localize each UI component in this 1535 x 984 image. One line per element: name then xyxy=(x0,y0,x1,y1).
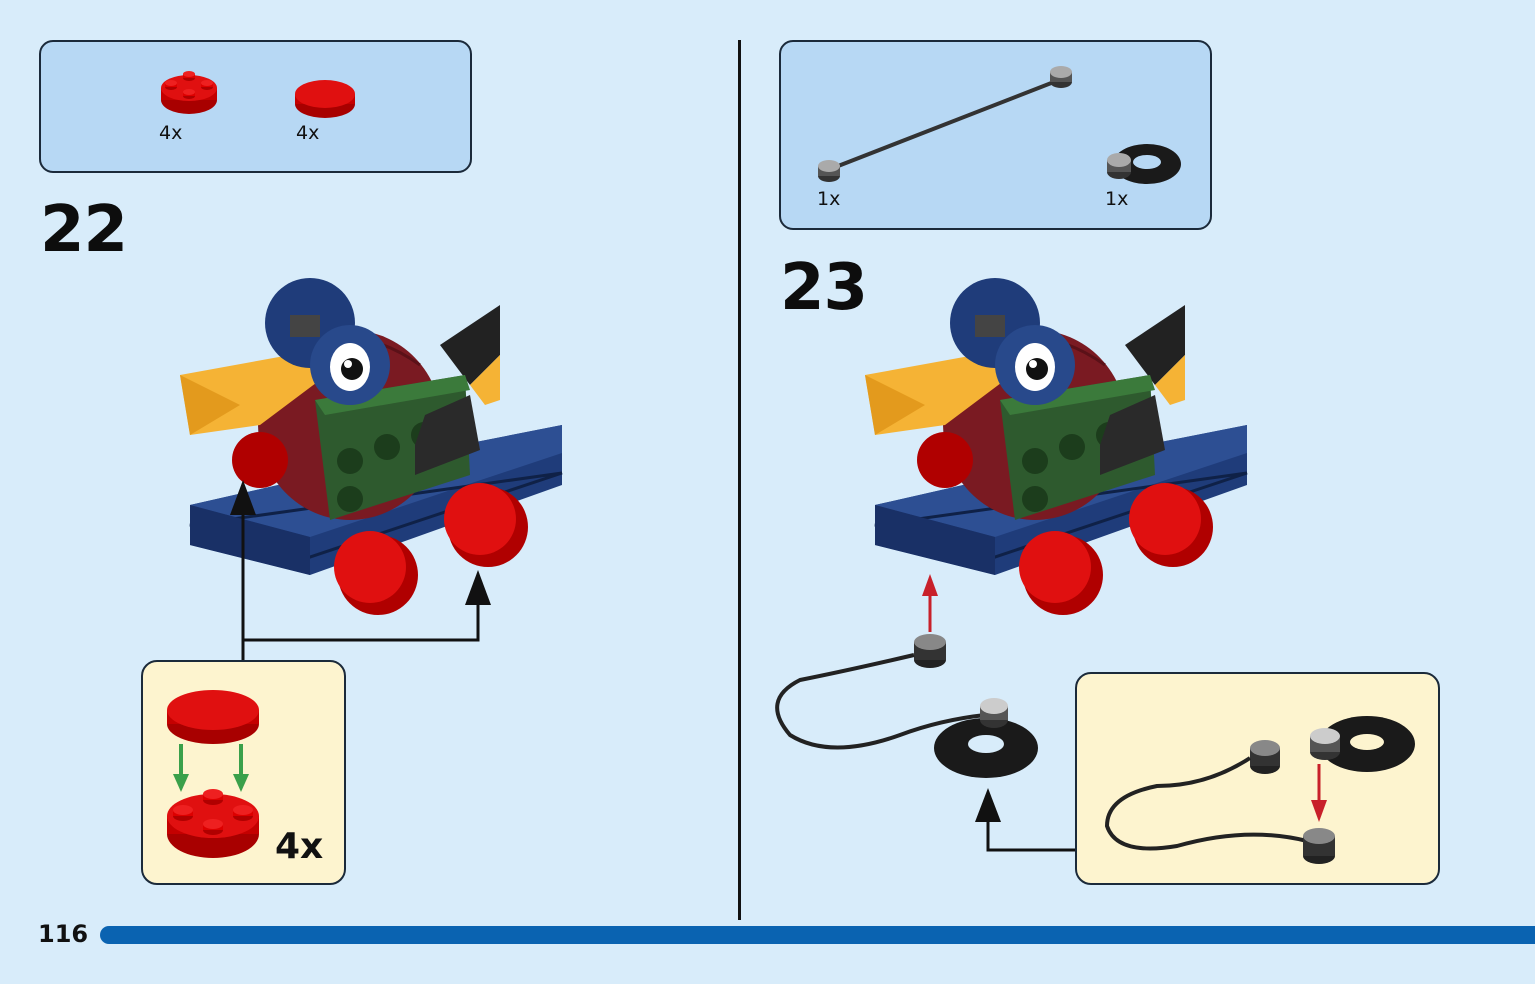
part-qty: 4x xyxy=(159,122,183,144)
string-with-studs-icon xyxy=(818,66,1072,182)
part-qty: 4x xyxy=(296,122,320,144)
red-round-plate-icon xyxy=(161,71,217,114)
step-number: 23 xyxy=(780,251,868,325)
callout-qty: 4x xyxy=(275,826,324,867)
step-22-parts-list: 4x 4x xyxy=(39,40,472,173)
part-qty: 1x xyxy=(817,188,841,210)
red-round-plate-icon xyxy=(167,789,259,858)
progress-bar xyxy=(100,926,1535,944)
part-qty: 1x xyxy=(1105,188,1129,210)
pull-ring-icon xyxy=(1107,144,1181,184)
page-number: 116 xyxy=(38,920,89,948)
string-ring-detail-icon xyxy=(1104,716,1415,864)
duck-model-step-23 xyxy=(865,278,1248,615)
page-divider xyxy=(738,40,741,920)
red-round-tile-icon xyxy=(167,690,259,744)
duck-model-step-22 xyxy=(180,278,563,615)
red-round-tile-icon xyxy=(295,80,355,118)
step-23-parts-list: 1x 1x xyxy=(779,40,1212,230)
step-23-callout xyxy=(1075,672,1440,885)
step-number: 22 xyxy=(40,193,128,267)
step-22-callout: 4x xyxy=(141,660,346,885)
green-down-arrow-icon xyxy=(173,744,249,792)
